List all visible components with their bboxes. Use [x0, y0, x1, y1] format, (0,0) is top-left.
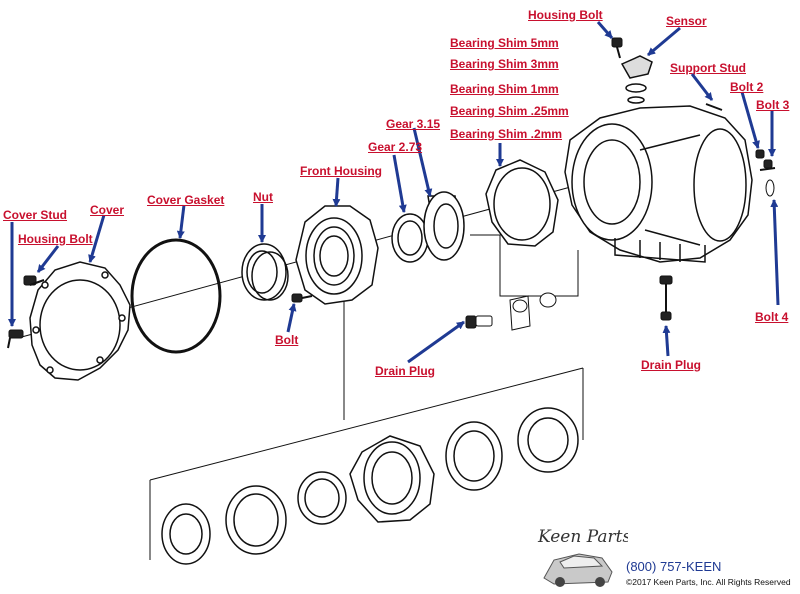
label-nut[interactable]: Nut: [253, 190, 273, 204]
leader-arrows: [8, 21, 780, 364]
label-bearing-shim-25mm[interactable]: Bearing Shim .25mm: [450, 104, 569, 118]
cover-stud-part: [7, 329, 24, 349]
label-bolt[interactable]: Bolt: [275, 333, 299, 347]
label-gear-273[interactable]: Gear 2.73: [368, 140, 423, 154]
bearing-shim-part: [485, 159, 559, 247]
drain-plug-left-part: [465, 292, 557, 331]
gear-273-part: [391, 213, 429, 263]
bolt-3-part: [759, 159, 776, 171]
nut-part: [241, 243, 289, 301]
bolt-4-part: [765, 179, 775, 197]
cover-gasket-part: [130, 238, 222, 354]
svg-text:Keen Parts: Keen Parts: [537, 527, 628, 547]
label-cover-gasket[interactable]: Cover Gasket: [147, 193, 225, 207]
label-sensor[interactable]: Sensor: [666, 14, 707, 28]
drain-plug-right-part: [659, 275, 673, 321]
label-gear-315[interactable]: Gear 3.15: [386, 117, 441, 131]
bearing-set-exploded: [161, 407, 579, 565]
differential-housing-part: [564, 105, 753, 263]
label-housing-bolt-top[interactable]: Housing Bolt: [528, 8, 603, 22]
housing-bolt-left-part: [23, 275, 45, 286]
sensor-part: [620, 55, 653, 104]
copyright-notice: ©2017 Keen Parts, Inc. All Rights Reserv…: [626, 577, 791, 587]
label-bearing-shim-1mm[interactable]: Bearing Shim 1mm: [450, 82, 559, 96]
phone-number[interactable]: (800) 757-KEEN: [626, 559, 722, 574]
label-support-stud[interactable]: Support Stud: [670, 61, 746, 75]
housing-bolt-top-part: [611, 37, 623, 59]
support-stud-part: [705, 103, 723, 111]
label-bearing-shim-2mm[interactable]: Bearing Shim .2mm: [450, 127, 563, 141]
label-bolt-3[interactable]: Bolt 3: [756, 98, 790, 112]
keen-parts-logo: Keen Parts: [537, 527, 628, 587]
bolt-part: [291, 293, 313, 303]
label-housing-bolt-left[interactable]: Housing Bolt: [18, 232, 93, 246]
label-cover[interactable]: Cover: [90, 203, 125, 217]
label-bearing-shim-3mm[interactable]: Bearing Shim 3mm: [450, 57, 559, 71]
label-bearing-shim-5mm[interactable]: Bearing Shim 5mm: [450, 36, 559, 50]
gear-315-part: [423, 191, 465, 261]
label-bolt-2[interactable]: Bolt 2: [730, 80, 764, 94]
label-drain-plug-right[interactable]: Drain Plug: [641, 358, 702, 372]
label-front-housing[interactable]: Front Housing: [300, 164, 382, 178]
cover-part: [29, 261, 131, 381]
label-drain-plug-left[interactable]: Drain Plug: [375, 364, 436, 378]
label-bolt-4[interactable]: Bolt 4: [755, 310, 789, 324]
label-cover-stud[interactable]: Cover Stud: [3, 208, 68, 222]
front-housing-part: [295, 205, 379, 305]
bolt-2-part: [755, 149, 765, 159]
